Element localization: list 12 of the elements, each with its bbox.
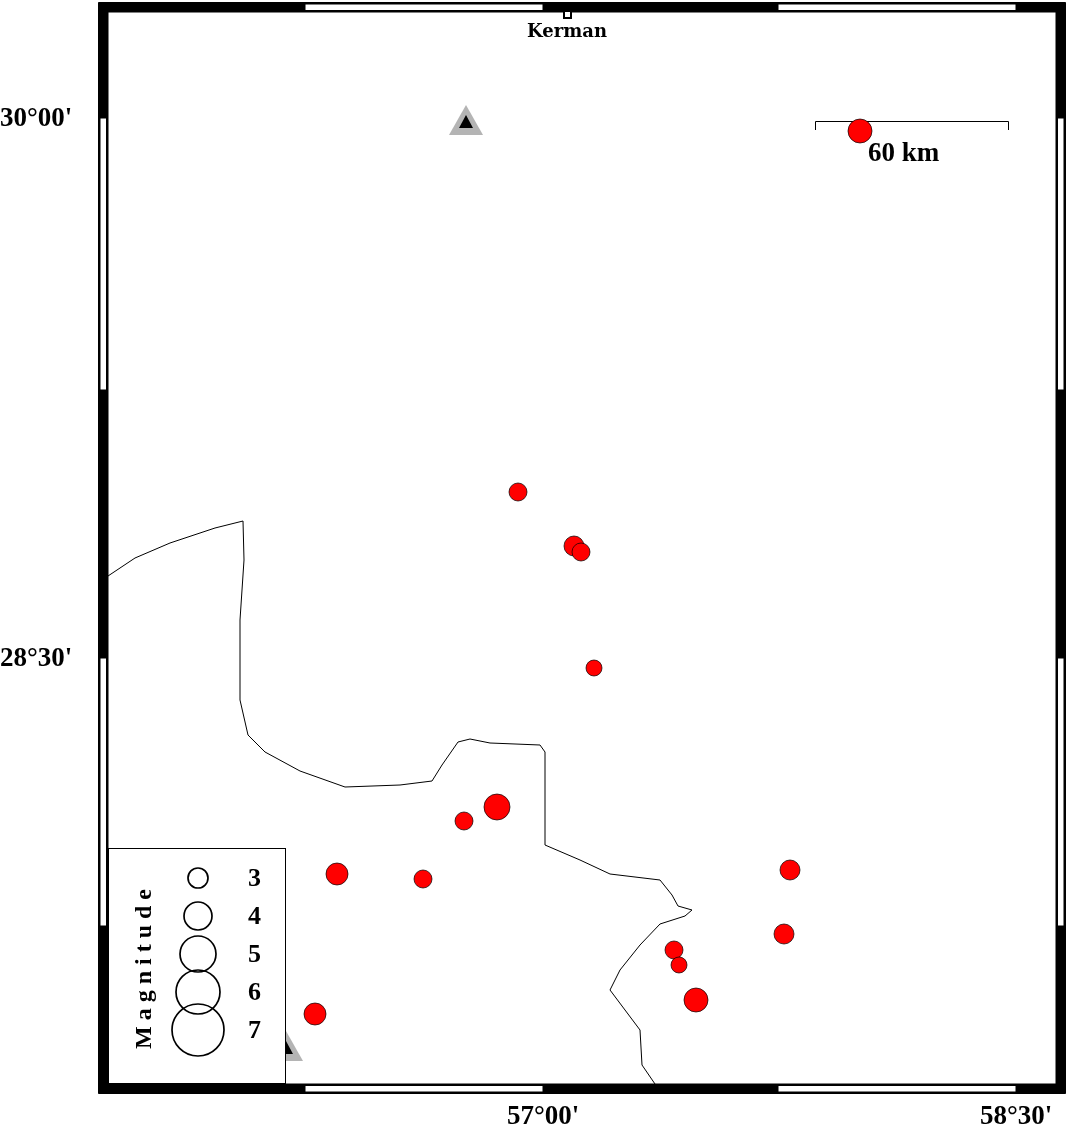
latitude-label: 30°00' <box>0 104 73 131</box>
scale-label: 60 km <box>868 139 940 166</box>
longitude-label: 58°30' <box>980 1102 1053 1129</box>
legend-label: 4 <box>248 903 261 929</box>
longitude-label: 57°00' <box>507 1102 580 1129</box>
legend-title: Magnitude <box>131 883 155 1049</box>
legend-label: 6 <box>248 979 261 1005</box>
city-label: Kerman <box>527 22 607 40</box>
legend-label: 3 <box>248 865 261 891</box>
legend-label: 5 <box>248 941 261 967</box>
latitude-label: 28°30' <box>0 644 73 671</box>
legend-label: 7 <box>248 1017 261 1043</box>
